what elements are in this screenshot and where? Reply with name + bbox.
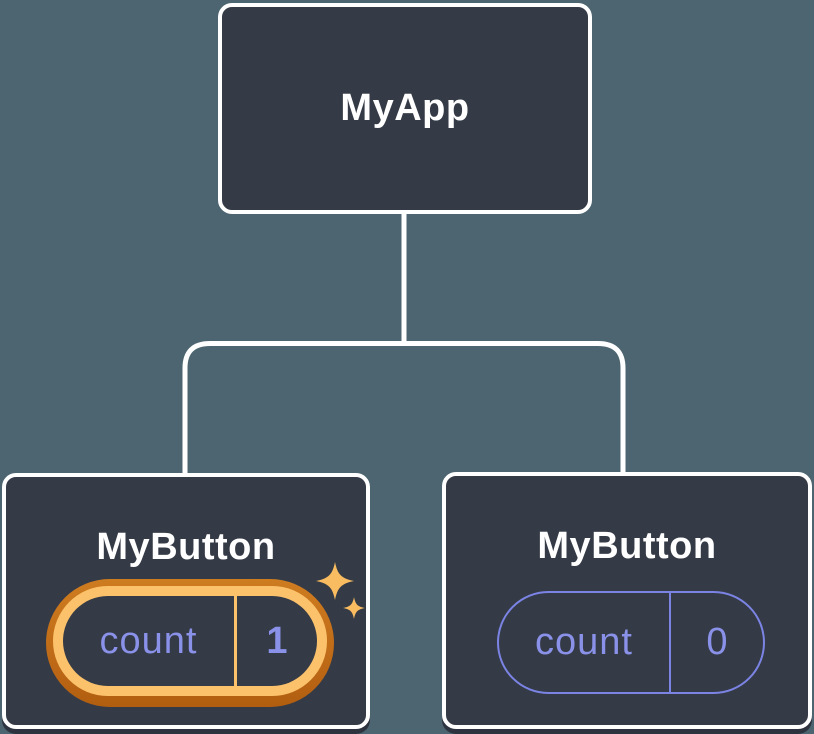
child-node-label: MyButton: [96, 526, 276, 568]
child-node-mybutton-left: MyButton count 1: [2, 473, 370, 729]
sparkle-icon: [316, 562, 365, 619]
root-node-myapp: MyApp: [218, 3, 592, 214]
root-node-label: MyApp: [340, 87, 470, 129]
state-key-label: count: [535, 621, 633, 663]
state-key-label: count: [99, 619, 198, 662]
state-pill-core: count 1: [63, 596, 317, 686]
child-node-label: MyButton: [537, 525, 717, 567]
state-pill: count 0: [497, 591, 765, 694]
state-pill-highlighted: count 1: [46, 579, 334, 707]
state-value: 1: [266, 619, 288, 662]
child-node-mybutton-right: MyButton count 0: [442, 472, 812, 729]
state-value: 0: [706, 621, 728, 663]
state-pill-divider: [669, 593, 671, 692]
state-pill-highlight-ring: count 1: [53, 586, 327, 696]
state-pill-divider: [234, 596, 237, 686]
